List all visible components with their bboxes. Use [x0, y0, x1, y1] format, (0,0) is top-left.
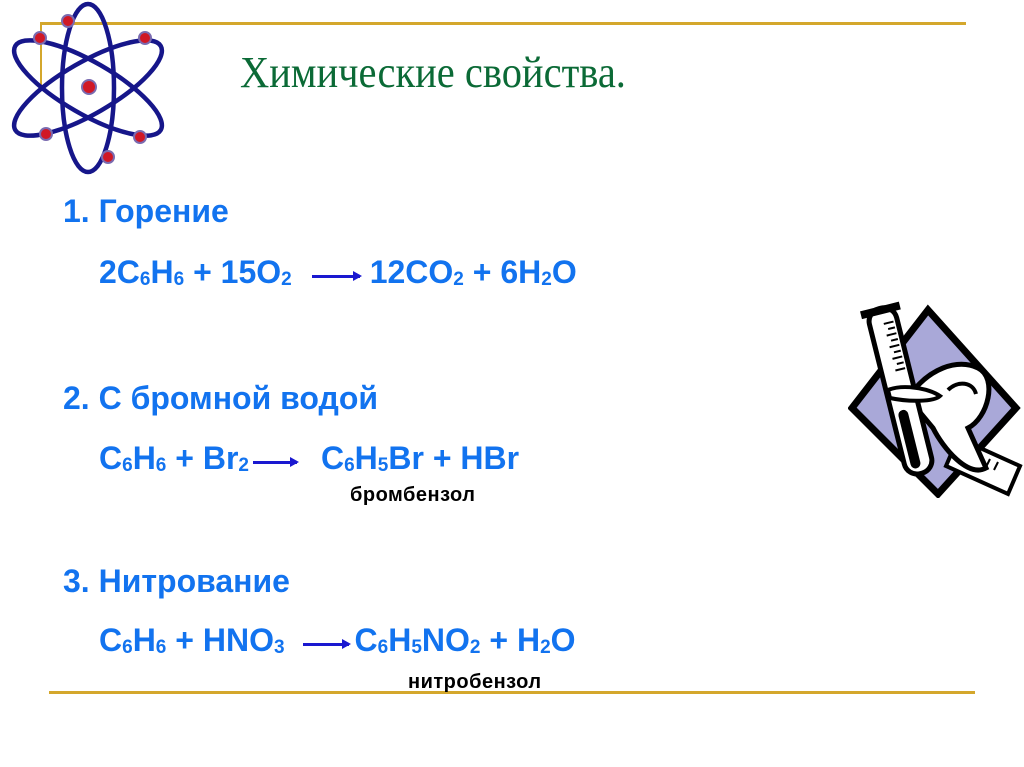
- section-heading-bromine-water: 2. С бромной водой: [63, 380, 379, 416]
- atom-icon: [2, 0, 177, 185]
- slide-title: Химические свойства.: [240, 48, 626, 97]
- reaction-arrow-icon: [252, 457, 299, 467]
- equation-nitration: C6H6 + HNO3 C6H5NO2 + H2O: [99, 622, 576, 659]
- test-tube-in-hand-icon: [847, 298, 1024, 503]
- product-label-bromobenzene: бромбензол: [350, 484, 476, 506]
- top-rule-vertical: [40, 22, 42, 90]
- equation-right: C6H5NO2 + H2O: [354, 622, 576, 658]
- equation-left: C6H6 + Br2: [99, 440, 249, 476]
- bottom-rule: [49, 691, 975, 694]
- equation-left: 2C6H6 + 15O2: [99, 254, 292, 290]
- section-heading-combustion: 1. Горение: [63, 193, 229, 229]
- equation-combustion: 2C6H6 + 15O2 12CO2 + 6H2O: [99, 254, 577, 291]
- section-heading-nitration: 3. Нитрование: [63, 563, 290, 599]
- equation-right: C6H5Br + HBr: [320, 440, 520, 476]
- equation-bromination: C6H6 + Br2 C6H5Br + HBr: [99, 440, 519, 477]
- top-rule: [41, 22, 966, 25]
- equation-right: 12CO2 + 6H2O: [369, 254, 577, 290]
- reaction-arrow-icon: [311, 271, 362, 281]
- reaction-arrow-icon: [302, 639, 351, 649]
- equation-left: C6H6 + HNO3: [99, 622, 285, 658]
- product-label-nitrobenzene: нитробензол: [408, 671, 542, 693]
